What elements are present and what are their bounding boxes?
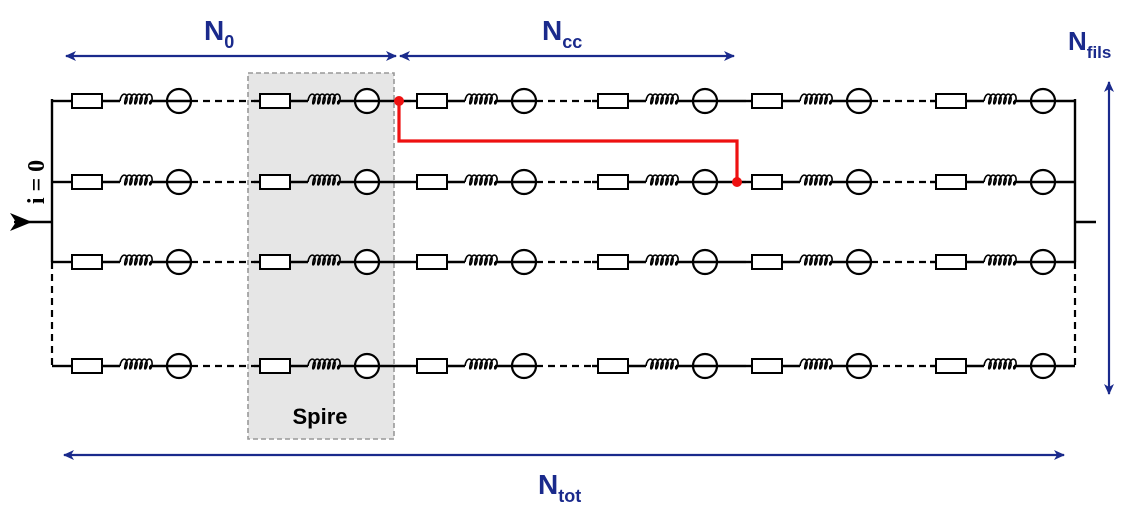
inductor-symbol xyxy=(464,358,498,370)
inductor-symbol xyxy=(464,174,498,186)
winding-cell xyxy=(930,248,1057,276)
winding-cell xyxy=(930,352,1057,380)
current-label: i = 0 xyxy=(24,160,50,204)
resistor-symbol xyxy=(416,254,448,270)
wire-row xyxy=(52,168,1075,196)
inductor-symbol xyxy=(307,358,341,370)
resistor-symbol xyxy=(597,254,629,270)
ncc-label: Ncc xyxy=(542,15,582,52)
winding-cell xyxy=(592,87,719,115)
inductor-symbol xyxy=(645,358,679,370)
wire-row xyxy=(52,87,1075,115)
inductor-symbol xyxy=(464,93,498,105)
right-bus xyxy=(1073,99,1096,366)
parallel-wires xyxy=(52,87,1075,380)
winding-cell xyxy=(411,87,538,115)
resistor-symbol xyxy=(71,254,103,270)
inductor-symbol xyxy=(464,254,498,266)
resistor-symbol xyxy=(259,93,291,109)
winding-cell xyxy=(592,352,719,380)
winding-cell xyxy=(930,87,1057,115)
inductor-symbol xyxy=(307,174,341,186)
resistor-symbol xyxy=(416,174,448,190)
input-current-arrow xyxy=(10,213,52,231)
inductor-symbol xyxy=(645,174,679,186)
winding-cell xyxy=(592,248,719,276)
inductor-symbol xyxy=(307,254,341,266)
winding-cell xyxy=(254,87,381,115)
resistor-symbol xyxy=(751,358,783,374)
wire-row xyxy=(52,352,1075,380)
inductor-symbol xyxy=(799,174,833,186)
short-circuit-end-node xyxy=(732,177,742,187)
winding-cell xyxy=(746,87,873,115)
ntot-label: Ntot xyxy=(538,469,581,506)
resistor-symbol xyxy=(259,358,291,374)
resistor-symbol xyxy=(259,254,291,270)
resistor-symbol xyxy=(71,358,103,374)
resistor-symbol xyxy=(416,93,448,109)
winding-cell xyxy=(66,168,193,196)
resistor-symbol xyxy=(597,358,629,374)
short-circuit-path xyxy=(394,96,742,187)
inductor-symbol xyxy=(645,254,679,266)
inductor-symbol xyxy=(307,93,341,105)
winding-cell xyxy=(930,168,1057,196)
inductor-symbol xyxy=(983,93,1017,105)
inductor-symbol xyxy=(799,358,833,370)
winding-cell xyxy=(254,168,381,196)
inductor-symbol xyxy=(983,174,1017,186)
inductor-symbol xyxy=(983,254,1017,266)
winding-cell xyxy=(66,248,193,276)
resistor-symbol xyxy=(597,174,629,190)
winding-cell xyxy=(411,248,538,276)
winding-cell xyxy=(254,248,381,276)
resistor-symbol xyxy=(597,93,629,109)
inductor-symbol xyxy=(645,93,679,105)
resistor-symbol xyxy=(751,93,783,109)
winding-cell xyxy=(66,352,193,380)
resistor-symbol xyxy=(71,93,103,109)
resistor-symbol xyxy=(71,174,103,190)
inductor-symbol xyxy=(119,254,153,266)
winding-cell xyxy=(746,248,873,276)
winding-cell xyxy=(66,87,193,115)
nfils-label: Nfils xyxy=(1068,26,1111,62)
short-circuit-start-node xyxy=(394,96,404,106)
resistor-symbol xyxy=(935,358,967,374)
resistor-symbol xyxy=(259,174,291,190)
inductor-symbol xyxy=(119,93,153,105)
inductor-symbol xyxy=(119,358,153,370)
resistor-symbol xyxy=(416,358,448,374)
inductor-symbol xyxy=(983,358,1017,370)
wire-row xyxy=(52,248,1075,276)
inductor-symbol xyxy=(799,254,833,266)
resistor-symbol xyxy=(935,254,967,270)
resistor-symbol xyxy=(751,174,783,190)
resistor-symbol xyxy=(935,93,967,109)
spire-label: Spire xyxy=(292,404,347,429)
resistor-symbol xyxy=(935,174,967,190)
winding-cell xyxy=(592,168,719,196)
winding-cell xyxy=(254,352,381,380)
winding-cell xyxy=(746,352,873,380)
inductor-symbol xyxy=(799,93,833,105)
winding-cell xyxy=(746,168,873,196)
winding-cell xyxy=(411,168,538,196)
n0-label: N0 xyxy=(204,15,234,52)
winding-cell xyxy=(411,352,538,380)
inductor-symbol xyxy=(119,174,153,186)
resistor-symbol xyxy=(751,254,783,270)
